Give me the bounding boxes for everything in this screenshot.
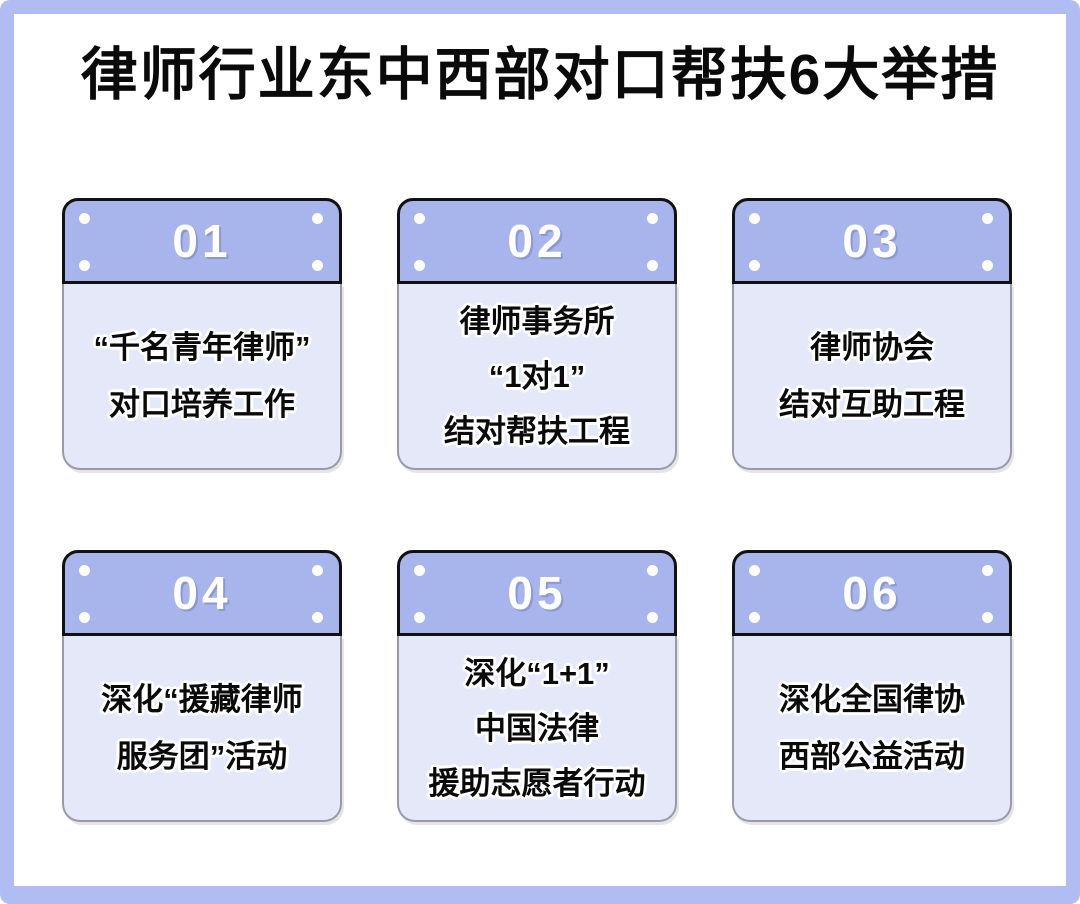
card-text-line: 律师协会 [810,330,934,365]
pin-dot-icon [647,612,658,623]
pin-dot-icon [414,565,425,576]
pin-dot-icon [647,260,658,271]
pin-dot-icon [982,260,993,271]
card-number: 06 [842,567,902,619]
card-text-line: 深化“援藏律师 [101,682,303,717]
card-02-body: 律师事务所 “1对1” 结对帮扶工程 [397,284,677,470]
pin-dot-icon [79,565,90,576]
pin-dot-icon [79,213,90,224]
card-02-header: 02 [397,198,677,284]
pin-dot-icon [414,612,425,623]
pin-dot-icon [749,612,760,623]
pin-dot-icon [749,260,760,271]
pin-dot-icon [79,612,90,623]
pin-dot-icon [312,565,323,576]
card-text-line: 结对帮扶工程 [444,413,630,449]
page-title: 律师行业东中西部对口帮扶6大举措 [80,43,1000,107]
card-03-body: 律师协会 结对互助工程 [732,284,1012,470]
card-05: 05 深化“1+1” 中国法律 援助志愿者行动 [397,550,677,822]
pin-dot-icon [982,213,993,224]
card-02: 02 律师事务所 “1对1” 结对帮扶工程 [397,198,677,470]
card-06-body: 深化全国律协 西部公益活动 [732,636,1012,822]
card-text-line: 深化“1+1” [464,655,610,691]
pin-dot-icon [312,260,323,271]
card-04: 04 深化“援藏律师 服务团”活动 [62,550,342,822]
card-text-line: “千名青年律师” [93,330,311,365]
pin-dot-icon [749,565,760,576]
pin-dot-icon [982,565,993,576]
card-text-line: 西部公益活动 [779,739,965,774]
card-text-line: 深化全国律协 [779,682,965,717]
card-01-header: 01 [62,198,342,284]
card-number: 02 [507,215,567,267]
card-05-body: 深化“1+1” 中国法律 援助志愿者行动 [397,636,677,822]
card-05-header: 05 [397,550,677,636]
card-number: 01 [172,215,232,267]
card-text-line: “1对1” [488,358,586,394]
pin-dot-icon [749,213,760,224]
pin-dot-icon [414,260,425,271]
card-text-line: 服务团”活动 [116,739,288,774]
pin-dot-icon [647,565,658,576]
pin-dot-icon [312,612,323,623]
card-text-line: 律师事务所 [459,303,615,339]
card-01-body: “千名青年律师” 对口培养工作 [62,284,342,470]
page-canvas: 律师行业东中西部对口帮扶6大举措 01 “千名青年律师” 对口培养工作 [14,14,1066,886]
card-01: 01 “千名青年律师” 对口培养工作 [62,198,342,470]
card-text-line: 中国法律 [475,710,599,746]
card-text-line: 对口培养工作 [109,387,295,422]
card-number: 04 [172,567,232,619]
pin-dot-icon [982,612,993,623]
card-text-line: 结对互助工程 [779,387,965,422]
card-06: 06 深化全国律协 西部公益活动 [732,550,1012,822]
card-06-header: 06 [732,550,1012,636]
card-number: 05 [507,567,567,619]
card-03: 03 律师协会 结对互助工程 [732,198,1012,470]
card-03-header: 03 [732,198,1012,284]
pin-dot-icon [312,213,323,224]
card-text-line: 援助志愿者行动 [428,765,646,801]
card-number: 03 [842,215,902,267]
pin-dot-icon [79,260,90,271]
card-04-body: 深化“援藏律师 服务团”活动 [62,636,342,822]
pin-dot-icon [647,213,658,224]
card-04-header: 04 [62,550,342,636]
pin-dot-icon [414,213,425,224]
